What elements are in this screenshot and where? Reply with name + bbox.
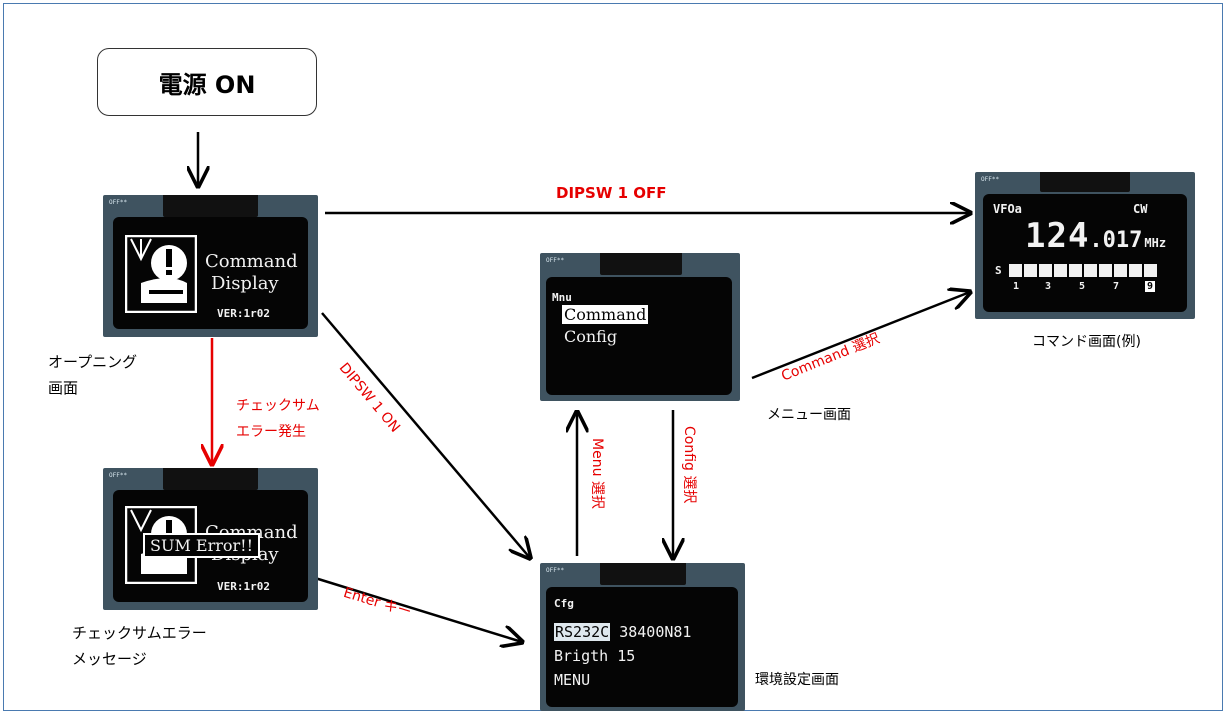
signal-segment — [1009, 264, 1022, 277]
power-on-node: 電源 ON — [97, 48, 317, 116]
ribbon-cable — [163, 195, 258, 217]
config-title: Cfg — [554, 597, 574, 610]
scale-tick-9: 9 — [1145, 281, 1156, 292]
signal-segment — [1024, 264, 1037, 277]
menu-item-command: Command — [562, 305, 649, 324]
command-freq-sub: 017 — [1102, 228, 1143, 253]
error-message-box: SUM Error!! — [143, 533, 261, 558]
signal-segment — [1069, 264, 1082, 277]
power-on-label: 電源 ON — [158, 70, 256, 99]
module-header-text: OFF** — [546, 257, 565, 264]
config-row-rs232c: RS232C 38400N81 — [554, 623, 691, 641]
command-freq-dot: . — [1089, 228, 1103, 253]
menu-item-config: Config — [564, 327, 618, 346]
arrow-command-select — [751, 292, 970, 380]
edge-label-dipsw-off: DIPSW 1 OFF — [556, 184, 667, 202]
command-mode: CW — [1133, 202, 1148, 216]
logo-icon — [125, 235, 197, 313]
command-freq-main: 124 — [1025, 216, 1090, 256]
opening-title-line1: Command — [205, 251, 298, 272]
menu-title: Mnu — [552, 291, 572, 304]
module-header-text: OFF** — [109, 472, 128, 479]
opening-caption-line1: オープニング — [48, 353, 138, 371]
edge-label-menu-select: Menu 選択 — [589, 438, 605, 509]
config-brightness-key: Brigth — [554, 647, 609, 665]
opening-screen-module: OFF** Command Display VER:1r02 — [103, 195, 318, 337]
opening-display: Command Display VER:1r02 — [113, 217, 308, 329]
error-caption-line2: メッセージ — [72, 650, 147, 668]
edge-label-config-select: Config 選択 — [681, 426, 697, 504]
config-row-brightness: Brigth 15 — [554, 647, 635, 665]
edge-label-checksum-line1: チェックサム — [236, 398, 320, 414]
command-unit: MHz — [1144, 236, 1167, 250]
scale-tick-1: 1 — [1013, 281, 1020, 292]
error-caption-line1: チェックサムエラー — [72, 624, 207, 642]
ribbon-cable — [163, 468, 258, 490]
signal-segment — [1129, 264, 1142, 277]
module-header-text: OFF** — [109, 199, 128, 206]
ribbon-cable — [600, 563, 686, 585]
module-header-text: OFF** — [546, 567, 565, 574]
signal-segment — [1054, 264, 1067, 277]
signal-segment — [1114, 264, 1127, 277]
command-caption: コマンド画面(例) — [1032, 334, 1141, 350]
signal-segment — [1099, 264, 1112, 277]
signal-segment — [1144, 264, 1157, 277]
config-row-menu: MENU — [554, 671, 591, 689]
command-vfo: VFOa — [993, 202, 1022, 216]
command-s-label: S — [995, 264, 1002, 277]
config-brightness-value: 15 — [617, 647, 636, 665]
menu-caption: メニュー画面 — [767, 407, 851, 423]
signal-segment — [1084, 264, 1097, 277]
module-header-text: OFF** — [981, 176, 1000, 183]
error-caption: チェックサムエラー メッセージ — [72, 620, 207, 672]
error-display: Command Display VER:1r02 SUM Error!! — [113, 490, 308, 602]
signal-segment — [1039, 264, 1052, 277]
config-display: Cfg RS232C 38400N81 Brigth 15 MENU — [546, 587, 738, 707]
arrow-dipsw-on — [321, 312, 530, 558]
edge-label-checksum: チェックサム エラー発生 — [236, 393, 320, 445]
scale-tick-7: 7 — [1113, 281, 1120, 292]
config-caption: 環境設定画面 — [755, 672, 839, 688]
error-screen-module: OFF** Command Display VER:1r02 SUM Error… — [103, 468, 318, 610]
opening-caption-line2: 画面 — [48, 379, 79, 397]
opening-caption: オープニング 画面 — [48, 349, 137, 401]
edge-label-checksum-line2: エラー発生 — [236, 424, 306, 440]
config-screen-module: OFF** Cfg RS232C 38400N81 Brigth 15 MENU — [540, 563, 745, 711]
menu-screen-module: OFF** Mnu Command Config — [540, 253, 740, 401]
opening-version: VER:1r02 — [217, 307, 270, 320]
scale-tick-5: 5 — [1079, 281, 1086, 292]
ribbon-cable — [600, 253, 682, 275]
scale-tick-3: 3 — [1045, 281, 1052, 292]
signal-meter — [1009, 264, 1159, 277]
error-version: VER:1r02 — [217, 580, 270, 593]
arrow-enter — [314, 576, 522, 642]
config-rs232c-key: RS232C — [554, 623, 611, 641]
config-rs232c-value: 38400N81 — [619, 623, 692, 641]
opening-title-line2: Display — [211, 273, 279, 294]
ribbon-cable — [1040, 172, 1130, 192]
menu-display: Mnu Command Config — [546, 277, 732, 395]
